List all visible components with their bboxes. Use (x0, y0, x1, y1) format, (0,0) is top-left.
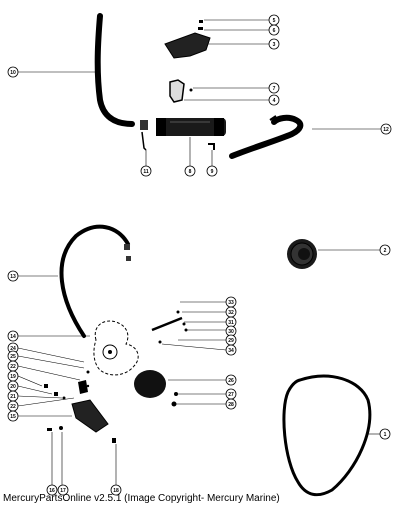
rod-part-33 (151, 310, 188, 344)
impeller-part-26 (134, 370, 178, 407)
svg-text:8: 8 (189, 169, 192, 175)
pump-housing (93, 320, 139, 376)
svg-text:3: 3 (273, 42, 276, 48)
callout-14: 14 (7, 330, 19, 342)
callouts: 5 6 3 7 4 10 12 11 8 9 2 1 13 14 24 25 2… (7, 14, 392, 496)
callout-15: 15 (7, 410, 19, 422)
svg-text:24: 24 (10, 346, 16, 352)
svg-text:4: 4 (273, 98, 276, 104)
callout-3: 3 (268, 38, 280, 50)
clamp-part-4 (169, 79, 193, 103)
callout-1: 1 (379, 428, 391, 440)
callout-16: 16 (46, 484, 58, 496)
screw-part-5 (198, 20, 203, 30)
callout-32: 32 (225, 306, 237, 318)
svg-text:12: 12 (383, 127, 389, 133)
svg-text:33: 33 (228, 300, 234, 306)
callout-33: 33 (225, 296, 237, 308)
callout-11: 11 (140, 165, 152, 177)
hose-part-12 (229, 114, 304, 159)
fitting-part-11 (140, 120, 148, 151)
callout-19: 19 (7, 370, 19, 382)
svg-text:25: 25 (10, 354, 16, 360)
svg-text:10: 10 (10, 70, 16, 76)
svg-text:22: 22 (10, 364, 16, 370)
callout-12: 12 (380, 123, 392, 135)
plate-part-15 (71, 399, 109, 433)
pulley-part-2 (287, 239, 380, 269)
svg-text:11: 11 (143, 169, 149, 175)
fitting-part-9 (208, 143, 215, 150)
svg-text:9: 9 (211, 169, 214, 175)
svg-text:31: 31 (228, 320, 234, 326)
callout-26: 26 (225, 374, 237, 386)
callout-9: 9 (206, 165, 218, 177)
callout-13: 13 (7, 270, 19, 282)
leader-lines-upper (18, 19, 382, 166)
svg-text:2: 2 (384, 248, 387, 254)
screws-part-16 (47, 426, 116, 443)
callout-34: 34 (225, 344, 237, 356)
callout-30: 30 (225, 325, 237, 337)
svg-text:14: 14 (10, 334, 16, 340)
svg-text:29: 29 (228, 338, 234, 344)
callout-22a: 22 (7, 360, 19, 372)
svg-text:22: 22 (10, 404, 16, 410)
svg-text:15: 15 (10, 414, 16, 420)
fasteners-left (44, 370, 90, 400)
svg-text:5: 5 (273, 18, 276, 24)
svg-text:7: 7 (273, 86, 276, 92)
svg-text:16: 16 (49, 488, 55, 494)
callout-28: 28 (225, 398, 237, 410)
callout-21: 21 (7, 390, 19, 402)
callout-6: 6 (268, 24, 280, 36)
callout-4: 4 (268, 94, 280, 106)
callout-27: 27 (225, 388, 237, 400)
leader-lines-lower (17, 301, 227, 486)
callout-22b: 22 (7, 400, 19, 412)
callout-17: 17 (57, 484, 69, 496)
svg-text:28: 28 (228, 402, 234, 408)
callout-8: 8 (184, 165, 196, 177)
callout-24: 24 (7, 342, 19, 354)
svg-text:34: 34 (228, 348, 234, 354)
callout-5: 5 (268, 14, 280, 26)
callout-18: 18 (110, 484, 122, 496)
svg-text:6: 6 (273, 28, 276, 34)
callout-31: 31 (225, 316, 237, 328)
copyright-footer: MercuryPartsOnline v2.5.1 (Image Copyrig… (3, 493, 280, 504)
bracket-part-3 (164, 32, 211, 59)
svg-text:1: 1 (384, 432, 387, 438)
hose-part-13 (18, 224, 131, 338)
callout-2: 2 (379, 244, 391, 256)
cylinder-part-8 (156, 118, 226, 136)
svg-text:26: 26 (228, 378, 234, 384)
svg-text:21: 21 (10, 394, 16, 400)
svg-text:18: 18 (113, 488, 119, 494)
callout-10: 10 (7, 66, 19, 78)
svg-text:30: 30 (228, 329, 234, 335)
svg-text:32: 32 (228, 310, 234, 316)
svg-text:13: 13 (10, 274, 16, 280)
svg-text:19: 19 (10, 374, 16, 380)
svg-text:17: 17 (60, 488, 66, 494)
hose-part-10 (94, 13, 135, 127)
callout-29: 29 (225, 334, 237, 346)
svg-text:27: 27 (228, 392, 234, 398)
svg-text:20: 20 (10, 384, 16, 390)
callout-7: 7 (268, 82, 280, 94)
callout-20: 20 (7, 380, 19, 392)
callout-25: 25 (7, 350, 19, 362)
belt-part-1 (282, 374, 380, 497)
